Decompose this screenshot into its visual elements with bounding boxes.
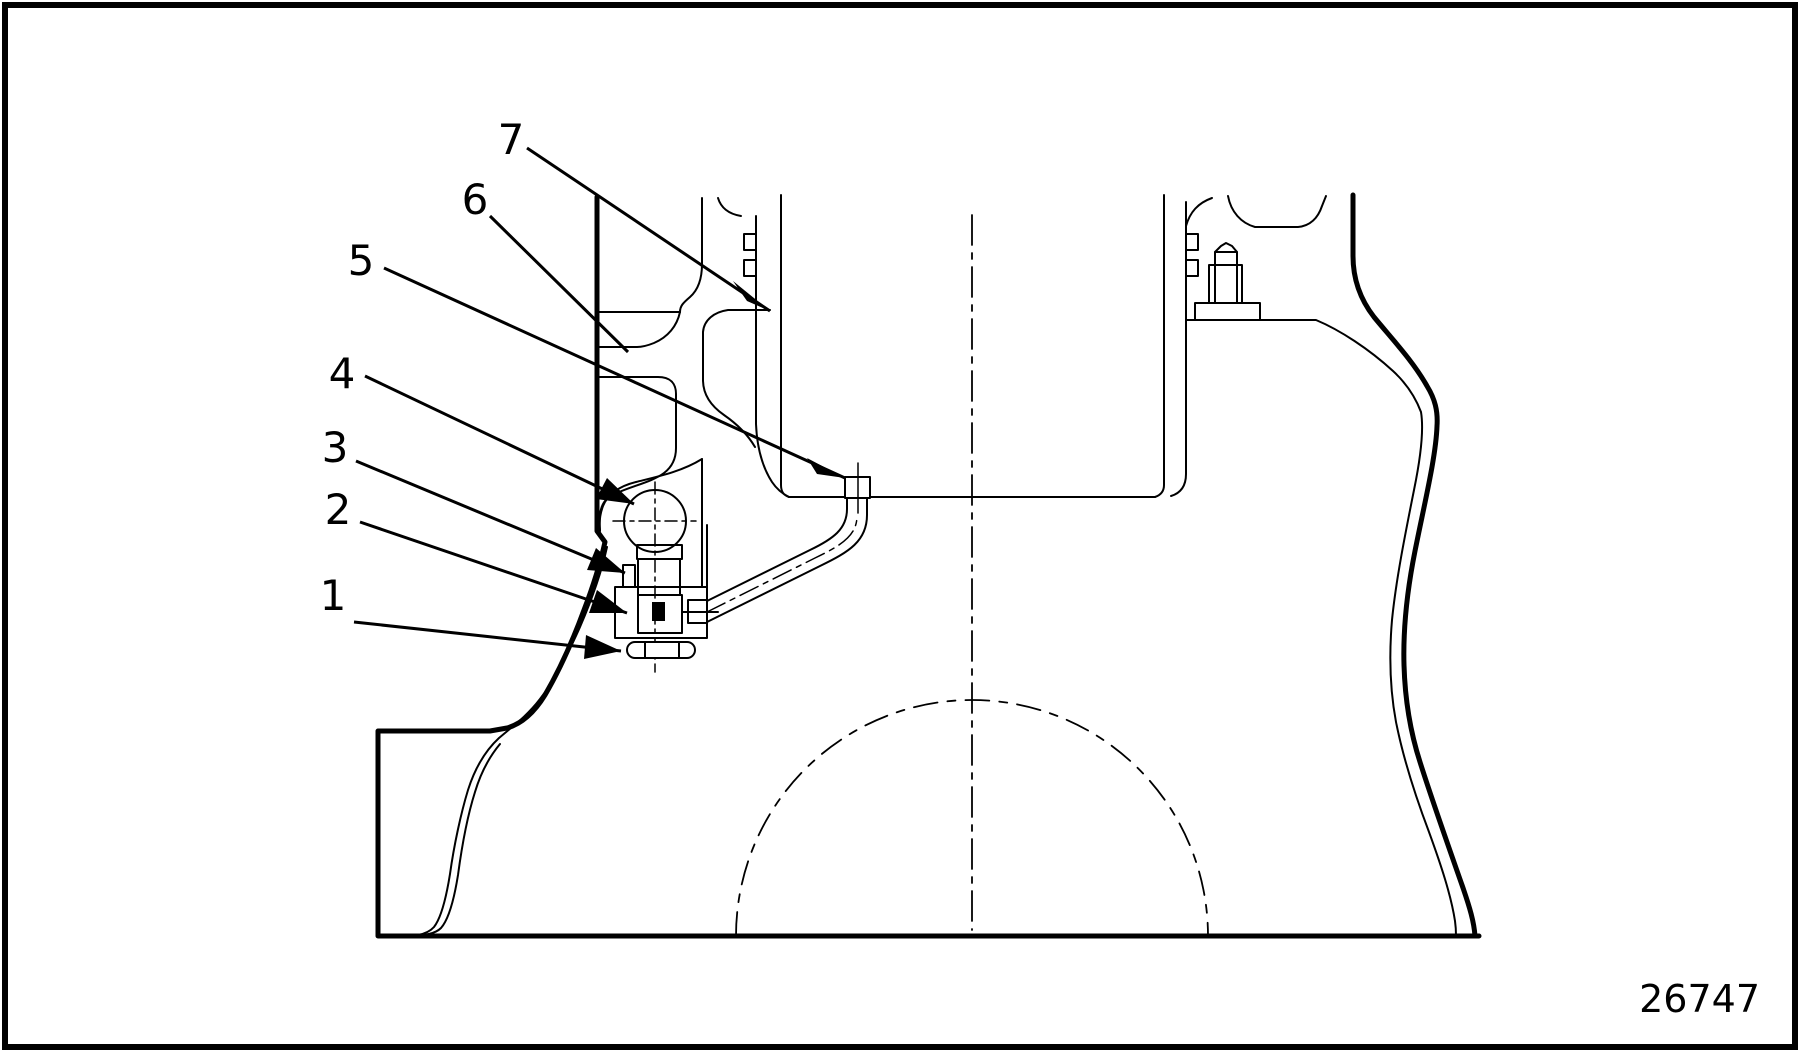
bore-circle-phantom — [735, 699, 1209, 937]
callout-label-2: 2 — [325, 485, 352, 534]
head-bolt-base — [1194, 302, 1261, 321]
callout-labels: 7 6 5 4 3 2 1 — [320, 115, 525, 620]
valve-body — [637, 558, 681, 596]
liner-seal-groove — [743, 259, 757, 277]
liner-inner-wall-right — [1154, 194, 1165, 498]
callout-leader-6 — [488, 214, 630, 354]
water-cavity-right — [1227, 195, 1327, 228]
liner-outer-wall-left — [755, 215, 790, 498]
liner-seat-chamfer-left — [717, 197, 742, 217]
liner-seal-groove — [743, 233, 757, 251]
pipe-lower-line — [706, 497, 868, 623]
valve-side-tab — [622, 564, 636, 588]
callout-arrow-7 — [733, 281, 770, 311]
callout-arrow-2 — [589, 590, 627, 613]
callout-label-3: 3 — [322, 423, 349, 472]
callout-leaders — [353, 146, 846, 653]
head-bolt-body — [1214, 251, 1238, 304]
callout-label-6: 6 — [462, 175, 489, 224]
block-outer-contour-right — [1350, 192, 1478, 939]
washer-ticks — [644, 641, 680, 659]
block-inner-wall-upper — [679, 197, 703, 313]
figure-number: 26747 — [1639, 977, 1760, 1021]
callout-arrow-1 — [584, 635, 621, 659]
callout-arrowheads — [584, 281, 845, 659]
block-inner-surface-line-2 — [409, 743, 501, 937]
liner-inner-wall-left — [780, 194, 790, 498]
callout-label-7: 7 — [498, 115, 525, 164]
callout-leader-1 — [353, 620, 622, 653]
deck-and-inner-contour-right — [1185, 319, 1457, 937]
callout-leader-3 — [355, 459, 626, 575]
callout-label-4: 4 — [329, 349, 356, 398]
liner-flange-ledge — [702, 309, 771, 448]
water-jacket-pocket-curve — [597, 311, 681, 348]
callout-arrow-3 — [587, 548, 625, 573]
liner-seal-groove — [1185, 233, 1199, 251]
callout-label-1: 1 — [320, 571, 347, 620]
head-bolt-tip — [1214, 242, 1238, 253]
callout-arrow-6 — [594, 318, 628, 352]
callout-label-5: 5 — [348, 236, 375, 285]
washer — [626, 641, 696, 659]
callout-arrow-5 — [807, 458, 845, 478]
pipe-centerline — [706, 515, 858, 613]
water-jacket-cavity — [597, 376, 677, 532]
callout-leader-5 — [383, 266, 846, 480]
callout-leader-2 — [359, 520, 628, 615]
block-inner-surface-line — [397, 546, 608, 937]
valve-seat-solid — [652, 602, 665, 621]
section-drawing — [375, 192, 1482, 939]
valve-base-inner — [637, 594, 683, 634]
callout-arrow-4 — [596, 478, 634, 504]
liner-seal-groove — [1185, 259, 1199, 277]
liner-seat-chamfer-right — [1185, 197, 1213, 227]
pipe-upper-line — [706, 497, 848, 602]
block-outer-contour-left — [375, 194, 1482, 939]
nozzle-tube-lines — [701, 458, 708, 588]
callout-leader-7 — [526, 146, 771, 313]
liner-outer-wall-right — [1170, 201, 1187, 497]
callout-leader-4 — [364, 374, 635, 506]
